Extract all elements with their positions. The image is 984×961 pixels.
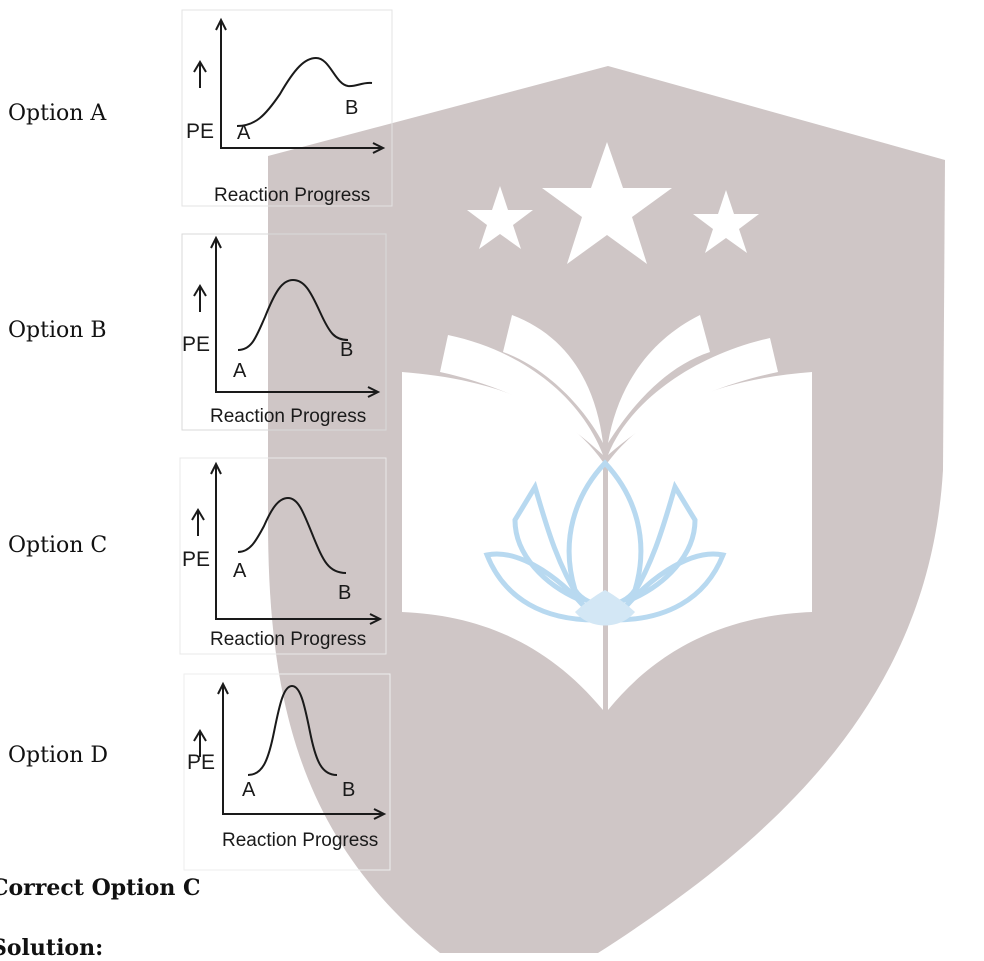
option-c-label: Option C — [8, 533, 108, 558]
end-label: B — [345, 97, 358, 119]
y-axis-label: PE — [186, 120, 214, 143]
book-icon — [402, 315, 812, 710]
graph-option-d: PE A B Reaction Progress — [183, 673, 391, 871]
graph-option-b: PE A B Reaction Progress — [181, 233, 387, 431]
y-axis-label: PE — [182, 548, 210, 571]
correct-answer: Correct Option C — [0, 875, 201, 901]
x-axis-label: Reaction Progress — [214, 185, 370, 206]
solution-heading: Solution: — [0, 935, 104, 961]
option-d-label: Option D — [8, 743, 109, 768]
start-label: A — [242, 779, 256, 801]
y-axis-label: PE — [182, 333, 210, 356]
end-label: B — [342, 779, 355, 801]
x-axis-label: Reaction Progress — [210, 406, 366, 427]
star-icon — [467, 142, 759, 264]
option-b-label: Option B — [8, 318, 107, 343]
option-a-label: Option A — [8, 101, 107, 126]
x-axis-label: Reaction Progress — [210, 629, 366, 650]
start-label: A — [233, 360, 247, 382]
y-axis-label: PE — [187, 751, 215, 774]
end-label: B — [340, 339, 353, 361]
start-label: A — [237, 122, 251, 144]
end-label: B — [338, 582, 351, 604]
x-axis-label: Reaction Progress — [222, 830, 378, 851]
graph-option-c: PE A B Reaction Progress — [179, 457, 387, 655]
start-label: A — [233, 560, 247, 582]
graph-option-a: PE A B Reaction Progress — [181, 9, 393, 207]
